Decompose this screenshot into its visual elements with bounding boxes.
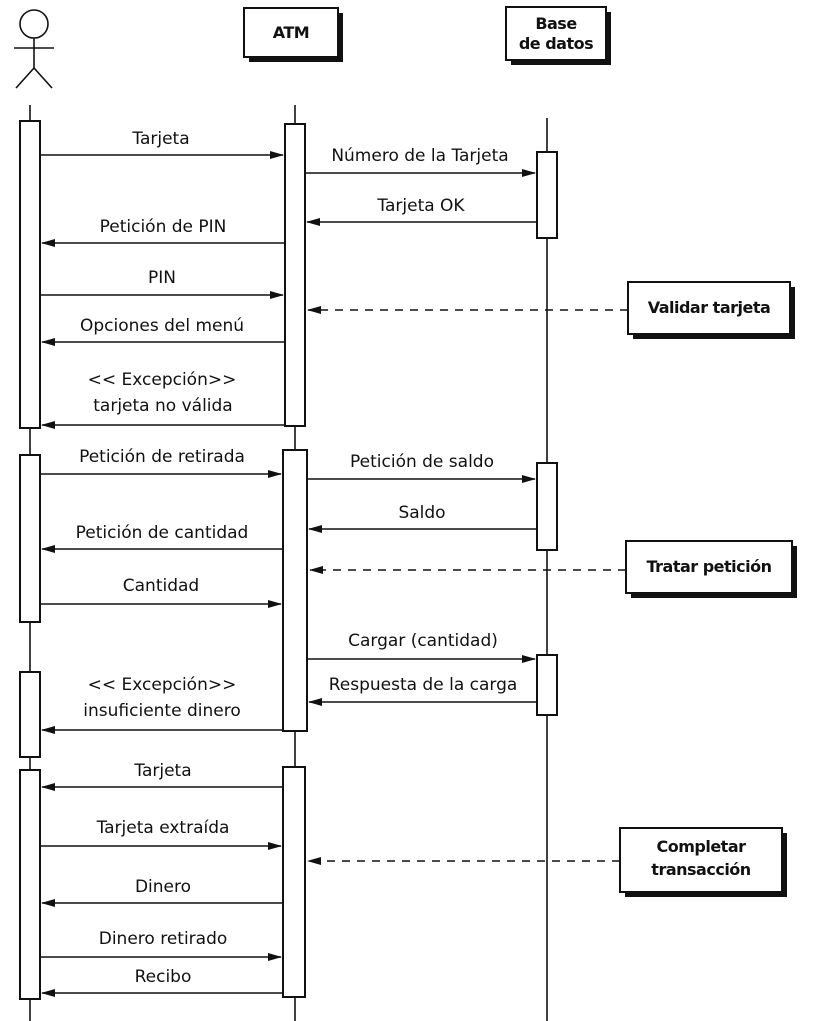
message-label: tarjeta no válida bbox=[93, 396, 232, 416]
message-label: Dinero bbox=[135, 877, 191, 897]
actor-activation-bar bbox=[19, 671, 41, 758]
message-label: << Excepción>> bbox=[88, 370, 237, 390]
message-label: Saldo bbox=[398, 503, 445, 523]
message-label: Cantidad bbox=[123, 576, 199, 596]
actor-activation-bar bbox=[19, 120, 41, 429]
message-label: Petición de cantidad bbox=[76, 523, 249, 543]
actor-stick-figure bbox=[14, 9, 54, 89]
message-label: Petición de saldo bbox=[350, 452, 494, 472]
message-label: Tarjeta bbox=[133, 761, 191, 781]
note-validar-tarjeta: Validar tarjeta bbox=[627, 281, 795, 339]
atm-activation-bar bbox=[284, 123, 306, 427]
actor-activation-bar bbox=[19, 454, 41, 623]
note-completar-label-line-2: transacción bbox=[651, 860, 750, 879]
note-validar-label: Validar tarjeta bbox=[648, 298, 771, 317]
atm-activation-bar bbox=[282, 449, 308, 732]
message-label: Cargar (cantidad) bbox=[348, 631, 498, 651]
database-activation-bar bbox=[536, 151, 558, 239]
message-label: Opciones del menú bbox=[80, 316, 244, 336]
message-label: Respuesta de la carga bbox=[329, 675, 518, 695]
note-tratar-peticion: Tratar petición bbox=[625, 540, 797, 598]
database-activation-bar bbox=[536, 654, 558, 716]
database-label-line-2: de datos bbox=[519, 34, 593, 53]
atm-participant: ATM bbox=[243, 7, 343, 62]
message-label: Dinero retirado bbox=[99, 929, 228, 949]
note-completar-transaccion: Completar transacción bbox=[619, 827, 787, 897]
actor-activation-bar bbox=[19, 769, 41, 1000]
note-tratar-label: Tratar petición bbox=[646, 557, 771, 576]
atm-label: ATM bbox=[273, 23, 309, 42]
message-label: Tarjeta bbox=[131, 129, 189, 149]
note-completar-label-line-1: Completar bbox=[656, 837, 746, 856]
message-label: Petición de retirada bbox=[79, 447, 245, 467]
database-participant: Base de datos bbox=[505, 6, 611, 65]
database-activation-bar bbox=[536, 462, 558, 551]
atm-activation-bar bbox=[282, 766, 306, 998]
message-label: insuficiente dinero bbox=[83, 701, 240, 721]
message-label: PIN bbox=[148, 268, 176, 288]
message-label: Tarjeta OK bbox=[376, 196, 465, 216]
database-label-line-1: Base bbox=[535, 14, 577, 33]
message-label: Petición de PIN bbox=[100, 217, 227, 237]
message-label: Tarjeta extraída bbox=[96, 818, 230, 838]
message-label: << Excepción>> bbox=[88, 675, 237, 695]
message-label: Número de la Tarjeta bbox=[331, 146, 508, 166]
message-label: Recibo bbox=[135, 967, 192, 987]
